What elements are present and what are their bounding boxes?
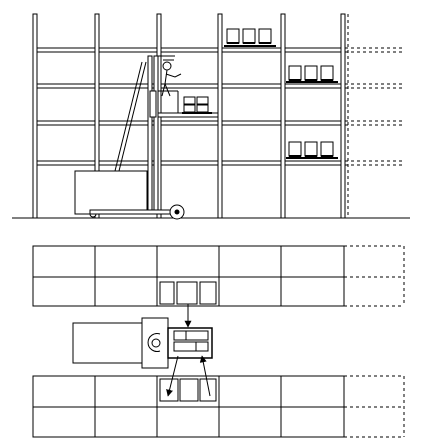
platform-box xyxy=(196,104,209,113)
destination-box xyxy=(179,378,199,402)
rack-upright xyxy=(217,13,223,219)
upper-rack-row xyxy=(32,245,405,307)
source-box xyxy=(159,281,175,305)
shelf-beams xyxy=(33,47,345,166)
destination-box xyxy=(199,378,217,402)
rack-upright xyxy=(280,13,286,219)
carried-box xyxy=(173,341,209,352)
platform-box xyxy=(183,104,196,113)
operator-plan-icon xyxy=(147,333,161,352)
guard-bar xyxy=(114,61,143,172)
place-arrow xyxy=(166,355,179,397)
shelf-boxes-fourth xyxy=(286,141,338,159)
source-box xyxy=(199,281,217,305)
shelf-beams-extension xyxy=(345,47,404,166)
forklift-plan-view xyxy=(72,317,213,369)
lower-rack-row xyxy=(32,375,405,438)
rack-upright xyxy=(340,13,346,219)
operator-figure xyxy=(161,59,182,97)
shelf-boxes-second xyxy=(286,65,338,83)
forklift-body xyxy=(74,170,148,215)
flow-arrows xyxy=(166,304,211,397)
destination-box xyxy=(159,378,179,402)
rack-upright xyxy=(94,13,100,219)
elevation-view xyxy=(12,13,410,220)
forklift-plan-body xyxy=(72,322,144,364)
forklift-mast xyxy=(153,55,159,215)
place-arrow xyxy=(199,355,211,397)
rack-upright xyxy=(32,13,38,219)
platform-box xyxy=(183,96,196,105)
forklift-base xyxy=(89,209,177,215)
platform-box xyxy=(196,96,209,105)
carried-box xyxy=(173,330,209,341)
shelf-boxes-top xyxy=(224,28,276,47)
order-picker-forklift xyxy=(74,55,219,220)
source-box xyxy=(176,281,198,305)
forklift-mast xyxy=(147,55,153,215)
plan-view xyxy=(32,245,405,438)
